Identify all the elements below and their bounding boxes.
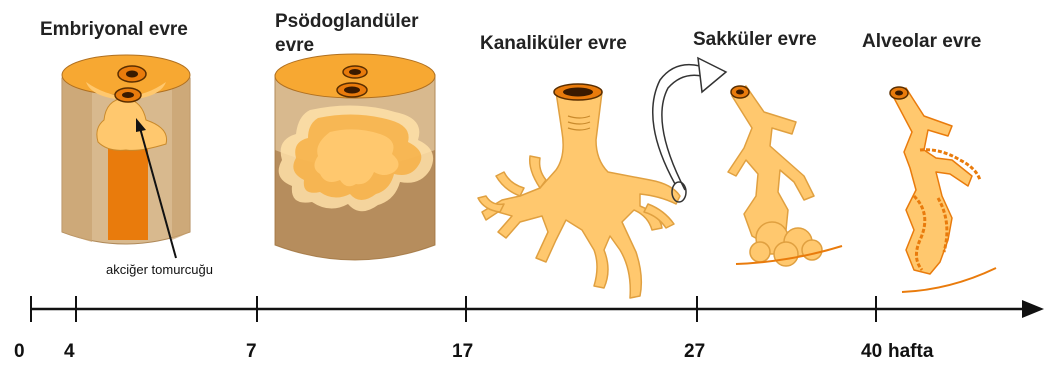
tick-label-4: 4 — [64, 341, 75, 363]
lung-bud-label: akciğer tomurcuğu — [106, 262, 213, 277]
alveolar-membrane-line — [902, 268, 996, 292]
canalicular-stage-illustration — [478, 92, 680, 298]
tick-label-17: 17 — [452, 341, 473, 363]
embryonic-stage-illustration — [62, 55, 190, 258]
tick-label-27: 27 — [684, 341, 705, 363]
alveolar-lumen — [895, 91, 903, 96]
tick-label-7: 7 — [246, 341, 257, 363]
tick-label-0: 0 — [14, 341, 25, 363]
alveolar-stage-illustration — [894, 88, 972, 274]
tick-label-40: 40 — [861, 341, 882, 363]
timeline-axis — [30, 296, 1044, 322]
pseudoglandular-stage-illustration — [275, 54, 435, 260]
timeline-unit-label: hafta — [888, 341, 933, 363]
saccular-lumen — [736, 90, 744, 95]
zoom-arrow — [653, 58, 726, 190]
saccular-stage-illustration — [728, 86, 822, 266]
canalicular-trachea-lumen — [563, 88, 593, 97]
